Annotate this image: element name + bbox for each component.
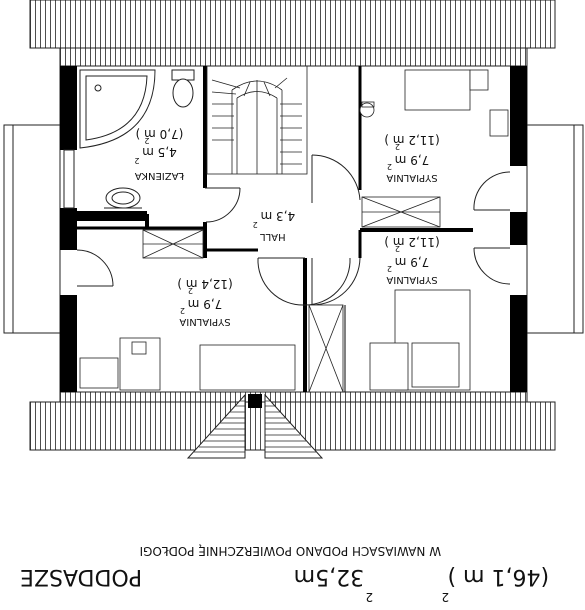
doors	[76, 154, 511, 306]
bedroom-mid-right-name: SYPIALNIA	[386, 274, 437, 285]
total-area: 32,5m	[294, 564, 364, 589]
hall-area-sup: 2	[253, 220, 258, 229]
label-hall: HALL 4,3 m 2	[253, 209, 295, 242]
bedroom-top-right-name: SYPIALNIA	[386, 172, 437, 183]
bathroom-area-sup: 2	[134, 156, 139, 165]
bathroom-area: 4,5 m	[142, 145, 177, 159]
label-bedroom-left: SYPIALNIA 7,9 m 2 (12,4 m ) 2	[177, 277, 232, 327]
total-floor-area: (46,1 m )	[448, 564, 550, 589]
bedroom-left-area: 7,9 m	[188, 297, 223, 311]
window-left	[63, 149, 75, 209]
bedroom-top-right-area-sup: 2	[387, 162, 392, 171]
washbasin	[104, 187, 142, 209]
bedroom-left-floor-area-sup: 2	[188, 286, 193, 295]
bedroom-mid-right-floor-area-sup: 2	[395, 244, 400, 253]
bedroom-left-floor-area: (12,4 m )	[177, 277, 232, 291]
label-bedroom-top-right: SYPIALNIA 7,9 m 2 (11,2 m ) 2	[384, 133, 439, 183]
exterior-walls	[60, 66, 527, 392]
dormer-stairs-bottom	[186, 393, 324, 459]
roof-top	[29, 0, 556, 67]
floor-title: PODDASZE	[20, 564, 142, 589]
bathroom-name: ŁAZIENKA	[135, 170, 185, 181]
balcony-left	[3, 124, 61, 334]
bathtub-corner	[79, 69, 156, 149]
bathroom-floor-area-sup: 2	[144, 136, 149, 145]
bedroom-mid-right-area-sup: 2	[387, 264, 392, 273]
bedroom-top-right-floor-area-sup: 2	[395, 142, 400, 151]
bedroom-top-right-area: 7,9 m	[395, 153, 430, 167]
interior-walls	[77, 66, 527, 392]
staircase	[206, 65, 308, 175]
total-floor-area-sup: 2	[441, 590, 449, 604]
label-bathroom: ŁAZIENKA 4,5 m 2 (7,0 m ) 2	[134, 127, 185, 181]
floor-area-note: W NAWIASACH PODANO POWIERZCHNIĘ PODŁOGI	[140, 544, 442, 558]
toilet	[171, 69, 195, 108]
closets	[142, 196, 441, 393]
furniture	[79, 69, 509, 391]
bedroom-mid-right-floor-area: (11,2 m )	[384, 235, 439, 249]
bedroom-mid-right-area: 7,9 m	[395, 255, 430, 269]
footer: (46,1 m ) 2 32,5m 2 PODDASZE W NAWIASACH…	[20, 544, 549, 604]
total-area-sup: 2	[365, 590, 373, 604]
bathroom-floor-area: (7,0 m )	[136, 127, 184, 141]
hall-name: HALL	[260, 231, 286, 242]
bedroom-left-area-sup: 2	[180, 306, 185, 315]
hall-area: 4,3 m	[261, 209, 296, 223]
bedroom-top-right-floor-area: (11,2 m )	[384, 133, 439, 147]
label-bedroom-mid-right: SYPIALNIA 7,9 m 2 (11,2 m ) 2	[384, 235, 439, 285]
bedroom-left-name: SYPIALNIA	[179, 316, 230, 327]
balcony-right	[526, 124, 584, 334]
